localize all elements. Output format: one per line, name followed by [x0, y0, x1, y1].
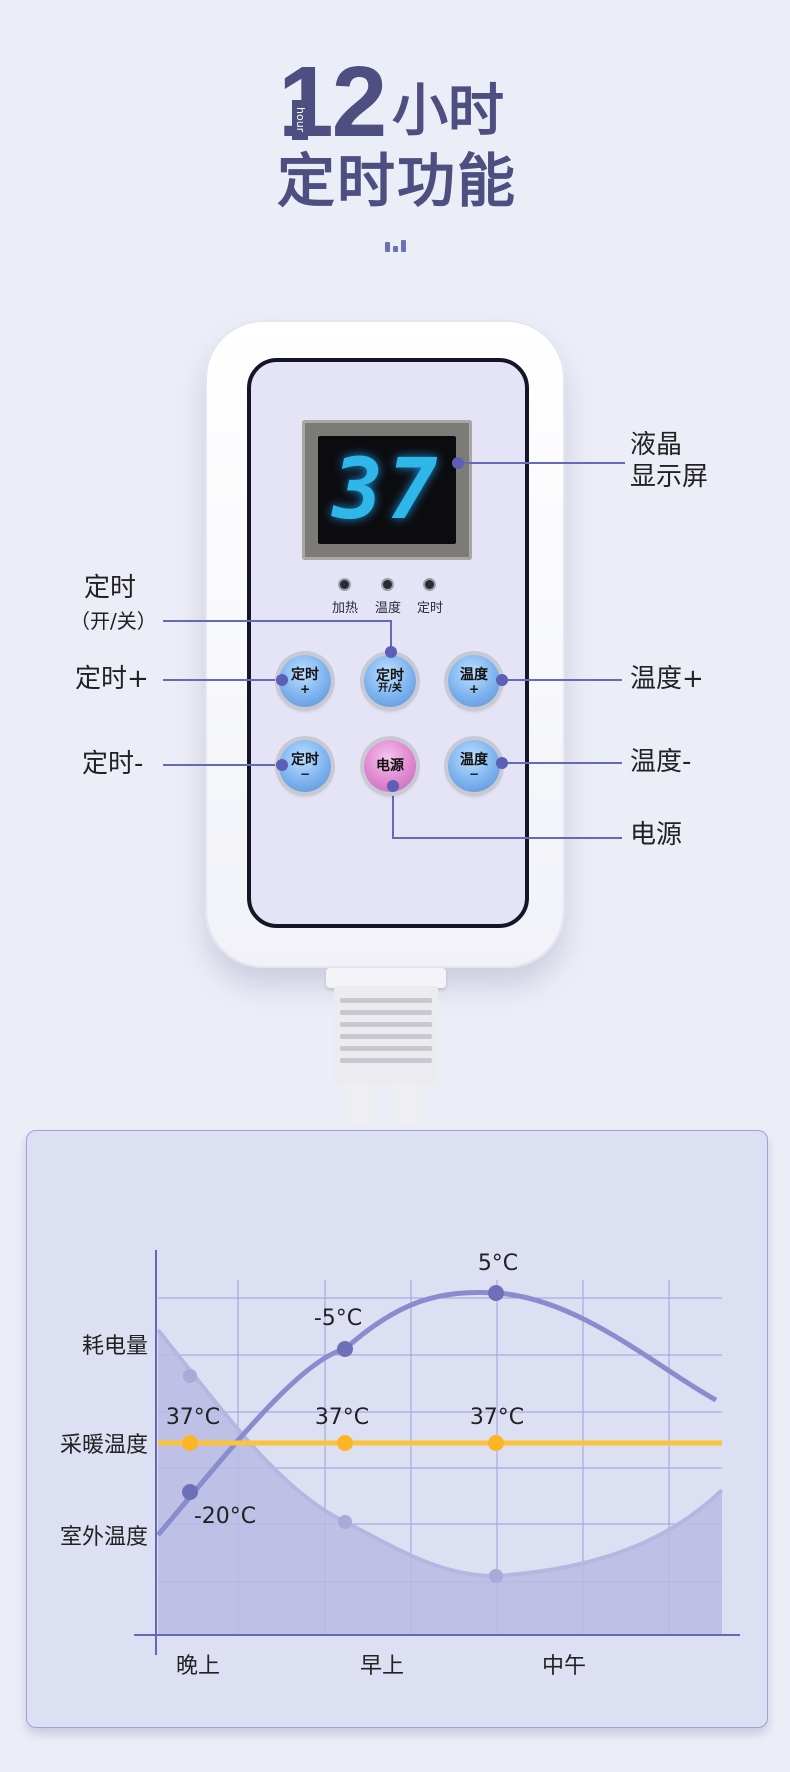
indicator-label-heating: 加热 — [331, 601, 358, 616]
callout-temperature-minus: 温度- — [630, 747, 692, 777]
cable-connector — [326, 968, 446, 988]
temperature-indicator-led — [383, 580, 392, 589]
heating-temp-label-0: 37°C — [166, 1405, 220, 1430]
heating-temp-label-2: 37°C — [470, 1405, 524, 1430]
temp-minus-callout-dot — [496, 757, 508, 769]
lcd-display-value: 37 — [332, 440, 442, 538]
timer-minus-callout-dot — [276, 759, 288, 771]
callout-lcd-line2: 显示屏 — [630, 462, 709, 492]
temperature-plus-button[interactable]: 温度 + — [448, 655, 500, 707]
x-tick-label-2: 中午 — [542, 1654, 586, 1679]
callout-timer-plus: 定时+ — [75, 664, 149, 694]
series-outdoor-temperature — [156, 1290, 718, 1537]
callout-timer-toggle-line1: 定时 — [84, 573, 137, 603]
feature-title: 定时功能 — [277, 147, 518, 215]
timer-indicator-led — [425, 580, 434, 589]
timer-toggle-callout-dot — [385, 646, 397, 658]
heating-temp-point-2 — [488, 1435, 504, 1451]
power-callout-dot — [387, 780, 399, 792]
divider-bars-icon — [385, 238, 407, 252]
heating-temp-point-0 — [182, 1435, 198, 1451]
heating-temp-point-1 — [337, 1435, 353, 1451]
outdoor-temp-label-1: -5°C — [314, 1306, 362, 1331]
cable-strain-relief — [334, 986, 438, 1086]
heating-temp-label-1: 37°C — [315, 1405, 369, 1430]
row-label-heating: 采暖温度 — [60, 1433, 148, 1458]
power-point-0 — [183, 1369, 197, 1383]
lcd-callout-dot — [452, 457, 464, 469]
power-point-1 — [338, 1515, 352, 1529]
callout-lines — [163, 462, 625, 839]
callout-power: 电源 — [630, 820, 683, 850]
heating-indicator-led — [340, 580, 349, 589]
temp-plus-callout-dot — [496, 674, 508, 686]
power-point-2 — [489, 1569, 503, 1583]
power-consumption-area — [158, 1330, 722, 1635]
temperature-minus-button[interactable]: 温度 − — [448, 740, 500, 792]
hour-tag: hour — [292, 100, 308, 140]
row-label-power: 耗电量 — [82, 1334, 148, 1359]
indicator-label-timer: 定时 — [416, 601, 443, 616]
callout-temperature-plus: 温度+ — [630, 664, 704, 694]
outdoor-temp-label-2: 5°C — [478, 1251, 518, 1276]
callout-lcd-line1: 液晶 — [630, 430, 683, 460]
row-label-outdoor: 室外温度 — [60, 1525, 148, 1550]
x-tick-label-1: 早上 — [360, 1654, 404, 1679]
outdoor-temp-point-2 — [488, 1285, 504, 1301]
outdoor-temp-label-0: -20°C — [194, 1504, 256, 1529]
timer-toggle-button[interactable]: 定时 开/关 — [364, 655, 416, 707]
callout-timer-toggle-line2: （开/关） — [70, 609, 157, 633]
series-power-consumption — [156, 1328, 724, 1579]
outdoor-temp-point-1 — [337, 1341, 353, 1357]
indicator-label-temperature: 温度 — [374, 601, 401, 616]
x-tick-label-0: 晚上 — [176, 1654, 220, 1679]
cable-wire-right — [393, 1084, 421, 1124]
callout-timer-minus: 定时- — [82, 749, 144, 779]
chart-axes — [134, 1250, 740, 1655]
lcd-screen — [318, 436, 456, 544]
cable-wire-left — [345, 1084, 373, 1124]
timer-plus-callout-dot — [276, 674, 288, 686]
outdoor-temp-point-0 — [182, 1484, 198, 1500]
hours-unit: 小时 — [392, 79, 504, 144]
